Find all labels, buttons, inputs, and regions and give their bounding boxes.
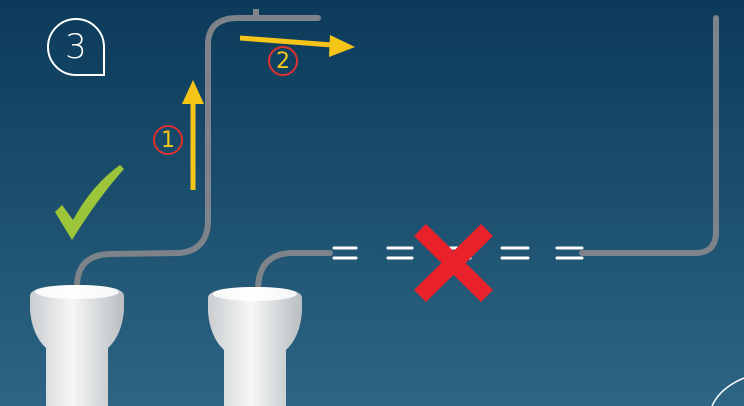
- step-badge: 3: [47, 18, 105, 76]
- toilet-icon: [30, 285, 124, 406]
- cross-icon: [414, 223, 493, 303]
- step-1-marker: 1: [153, 125, 183, 155]
- arrow-up: [182, 80, 204, 190]
- correct-pipe: [74, 15, 321, 288]
- incorrect-pipe-start: [255, 250, 333, 293]
- corner-decoration: [711, 377, 744, 406]
- checkmark-icon: [55, 165, 124, 240]
- arrow-right: [239, 35, 355, 57]
- step-2-marker: 2: [268, 46, 298, 76]
- pipe-vent-cap: [253, 9, 259, 18]
- toilet-icon: [208, 287, 302, 406]
- incorrect-pipe-end: [579, 15, 719, 256]
